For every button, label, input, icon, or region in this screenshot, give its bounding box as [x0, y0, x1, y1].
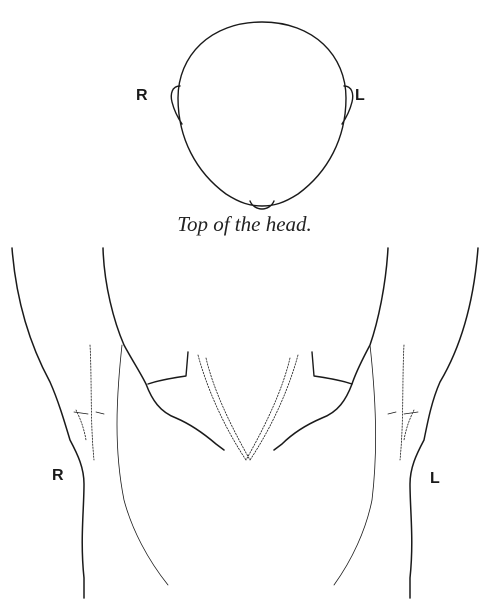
scapula-left: [312, 352, 352, 384]
ear-right: [171, 86, 182, 124]
head-label-left: L: [355, 88, 365, 104]
arm-guide-right-2: [76, 410, 86, 440]
neck-muscle-right-inner: [206, 358, 250, 460]
head-caption: Top of the head.: [0, 214, 489, 235]
arm-guide-right-1: [90, 345, 94, 460]
neck-muscle-right: [198, 355, 246, 460]
head-label-right: R: [136, 88, 148, 104]
arm-guide-left-1: [400, 345, 404, 460]
neck-muscle-left: [250, 355, 298, 460]
arm-outer-left: [410, 248, 478, 598]
armpit-mark-right: [74, 412, 104, 414]
body-inner-right: [103, 248, 224, 450]
ear-left: [342, 86, 353, 124]
armpit-mark-left: [388, 412, 418, 414]
head-top-view: [171, 22, 352, 209]
neck-muscle-left-inner: [246, 358, 290, 460]
head-outline: [178, 22, 346, 206]
body-inner-left: [274, 248, 388, 450]
arm-outer-right: [12, 248, 84, 598]
scapula-right: [148, 352, 188, 384]
body-label-right: R: [52, 468, 64, 484]
arm-guide-left-2: [404, 410, 414, 440]
shoulders-back-view: [12, 248, 478, 598]
body-label-left: L: [430, 471, 440, 487]
